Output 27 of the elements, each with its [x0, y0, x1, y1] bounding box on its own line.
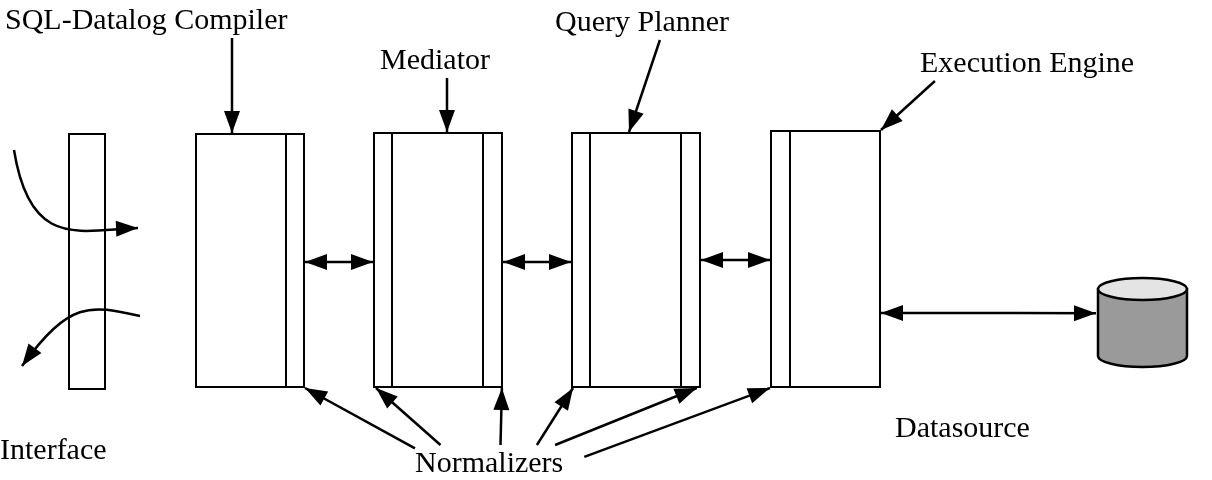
leader-line: [375, 387, 442, 446]
process-box: [571, 132, 701, 388]
database-cylinder: [1096, 276, 1189, 369]
leader-line: [583, 386, 771, 459]
leader-line: [224, 38, 240, 133]
leader-line: [304, 386, 416, 450]
leader-line: [439, 78, 455, 132]
double-arrow: [701, 252, 770, 268]
process-box: [373, 132, 503, 388]
label-text: SQL-Datalog Compiler: [5, 2, 350, 38]
narrow-panel: [68, 133, 106, 390]
label-text: Normalizers: [415, 445, 597, 479]
process-box: [195, 133, 305, 388]
label-text: Query Planner: [555, 4, 767, 40]
double-arrow: [503, 254, 571, 270]
double-arrow: [881, 304, 1096, 322]
label-text: Mediator: [380, 42, 515, 78]
leader-line: [626, 39, 662, 133]
label-text: Execution Engine: [920, 45, 1182, 81]
leader-line: [554, 386, 698, 447]
caption-text: Datasource: [895, 410, 1030, 444]
leader-line: [493, 387, 510, 446]
leader-line: [535, 387, 575, 446]
leader-line: [880, 80, 936, 131]
process-box: [770, 130, 881, 388]
caption-text: Interface: [0, 432, 107, 466]
double-arrow: [305, 254, 373, 270]
